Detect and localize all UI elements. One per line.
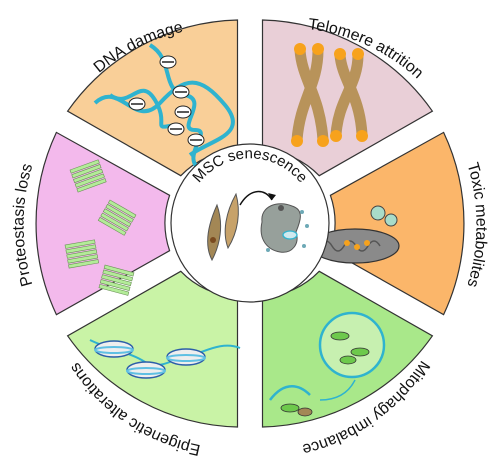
beta-strand (97, 216, 127, 236)
chromosome-illustration (291, 43, 368, 147)
protein-sheet (64, 239, 99, 269)
beta-strand (74, 173, 105, 188)
segment-proteostasis-loss (35, 131, 171, 316)
engulfed-mitochondrion (339, 355, 357, 365)
toxic-metabolites-illustration (310, 205, 400, 264)
beta-strand (71, 164, 102, 179)
metabolite-dot (354, 244, 360, 250)
beta-strand (73, 168, 104, 184)
beta-strand (99, 279, 131, 292)
cell-nucleus (210, 237, 216, 243)
toxic-metabolites-wedge (329, 131, 465, 316)
histone-band (166, 354, 206, 362)
arrow-head (268, 193, 276, 200)
phagophore-membrane (269, 385, 311, 401)
metabolite-dot (344, 240, 350, 246)
nucleosome (126, 361, 166, 379)
senescence-arrow (239, 190, 273, 206)
engulfed-mitochondrion (350, 347, 370, 357)
telomere-cap (356, 130, 368, 142)
free-mitochondrion (297, 407, 313, 417)
dna-strand-c (108, 88, 176, 129)
healthy-msc-cells (207, 192, 239, 262)
sasp-droplet (278, 205, 284, 211)
beta-strand (64, 239, 96, 249)
autophagosome (318, 311, 386, 379)
beta-strand (66, 249, 98, 259)
segment-toxic-metabolites (329, 131, 465, 316)
chromatid (330, 49, 364, 141)
histone-core (166, 348, 206, 366)
proteostasis-loss-wedge (35, 131, 171, 316)
beta-strand (103, 264, 135, 277)
mitophagy-illustration (269, 311, 386, 417)
telomere-cap (334, 48, 346, 60)
beta-strand (69, 159, 100, 174)
sasp-droplet (305, 224, 309, 228)
spindle-cell (224, 192, 239, 250)
telomere-cap (317, 135, 329, 147)
beta-strand (105, 203, 134, 223)
dna-base-pairs (128, 55, 205, 147)
dna-strand-b (148, 43, 206, 174)
histone-core (94, 340, 134, 358)
center-circle (170, 143, 330, 303)
metabolite-dot (364, 240, 370, 246)
telomere-cap (330, 130, 342, 142)
senescent-cell (260, 203, 309, 253)
protein-sheets-illustration (64, 159, 137, 296)
label-toxic-metabolites: Toxic metabolites (463, 161, 489, 289)
beta-strand (98, 283, 130, 296)
nucleosome (94, 340, 134, 358)
nucleosome-illustration (89, 339, 241, 379)
histone-band (94, 346, 134, 354)
engulfed-mitochondrion (330, 331, 350, 341)
senescent-nucleus (282, 230, 298, 240)
senescent-cell-body (260, 203, 301, 253)
histone-band (126, 367, 166, 375)
sasp-droplet (302, 244, 306, 248)
beta-strand (68, 259, 99, 269)
free-mitochondrion (280, 403, 300, 413)
protein-sheet (97, 199, 137, 236)
center-hub: MSC senescence (170, 143, 330, 303)
beta-strand (101, 274, 132, 287)
protein-sheet (98, 264, 135, 296)
nucleosome (166, 348, 206, 366)
telomere-caps (291, 43, 368, 147)
beta-strand (107, 199, 137, 219)
beta-strand (102, 269, 134, 282)
histone-core (126, 361, 166, 379)
chromatid (291, 44, 324, 146)
spindle-cell (207, 203, 222, 262)
telomere-cap (291, 135, 303, 147)
sasp-droplet (266, 248, 270, 252)
label-proteostasis-loss: Proteostasis loss (11, 162, 37, 288)
metabolite-sphere (370, 205, 386, 221)
dna-helix-illustration (93, 43, 235, 174)
telomere-cap (312, 43, 324, 55)
beta-strand (102, 208, 132, 228)
beta-strand (65, 244, 97, 254)
beta-strand (67, 254, 99, 264)
sasp-droplet (300, 210, 304, 214)
beta-strand (76, 178, 107, 193)
protein-sheet (69, 159, 107, 193)
telomere-cap (352, 48, 364, 60)
process-arrow (319, 379, 356, 401)
metabolite-sphere (384, 213, 398, 227)
telomere-cap (294, 43, 306, 55)
beta-strand (100, 212, 129, 232)
dna-strand-a (93, 80, 235, 157)
